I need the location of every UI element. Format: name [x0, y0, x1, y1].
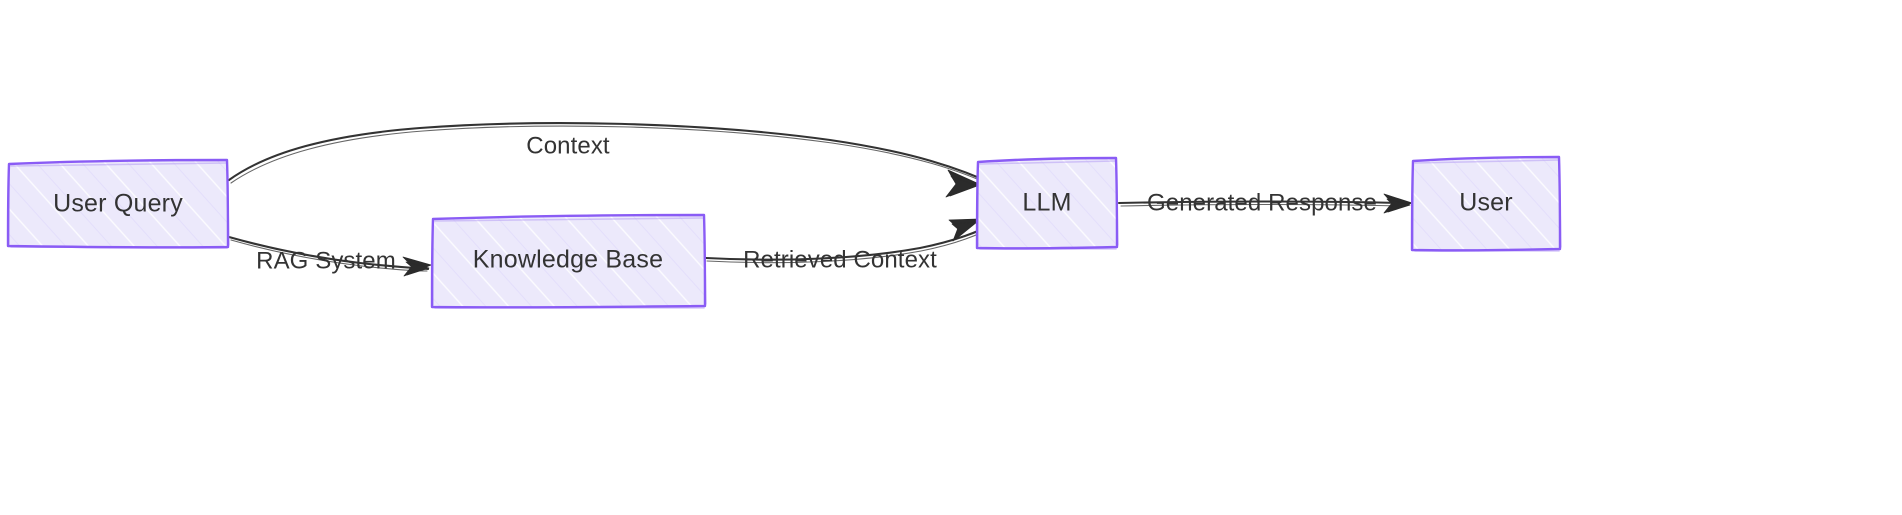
node-user-query[interactable]: User Query: [6, 158, 230, 249]
node-user[interactable]: User: [1410, 155, 1562, 252]
edge-label-generated-response: Generated Response: [1147, 189, 1377, 216]
edge-layer: Context RAG System Retri: [227, 122, 1413, 277]
edge-generated-response[interactable]: Generated Response: [1117, 189, 1413, 216]
node-user-query-hatch-echo: [8, 160, 228, 247]
node-llm-hatch-echo: [977, 158, 1117, 248]
arrowhead-context: [945, 169, 980, 198]
node-user-hatch-echo: [1412, 157, 1560, 250]
edge-retrieved-context[interactable]: Retrieved Context: [704, 218, 1002, 273]
node-label-knowledge-base: Knowledge Base: [473, 246, 663, 274]
edge-context[interactable]: Context: [227, 122, 1002, 198]
node-llm[interactable]: LLM: [975, 156, 1119, 250]
node-label-user: User: [1459, 189, 1513, 217]
edge-label-context: Context: [526, 132, 610, 159]
node-label-llm: LLM: [1022, 189, 1071, 217]
node-layer: User Query Knowledge Base LLM: [6, 155, 1562, 309]
arrowhead-generated-response: [1383, 193, 1413, 214]
edge-rag-system[interactable]: RAG System: [227, 235, 432, 277]
edge-label-retrieved-context: Retrieved Context: [743, 246, 937, 273]
node-label-user-query: User Query: [53, 190, 183, 218]
arrowhead-rag-system: [402, 256, 432, 277]
node-knowledge-base[interactable]: Knowledge Base: [430, 213, 707, 309]
node-knowledge-base-hatch-echo: [432, 215, 705, 307]
edge-label-rag-system: RAG System: [256, 247, 396, 274]
arrowhead-retrieved-context: [948, 218, 980, 242]
